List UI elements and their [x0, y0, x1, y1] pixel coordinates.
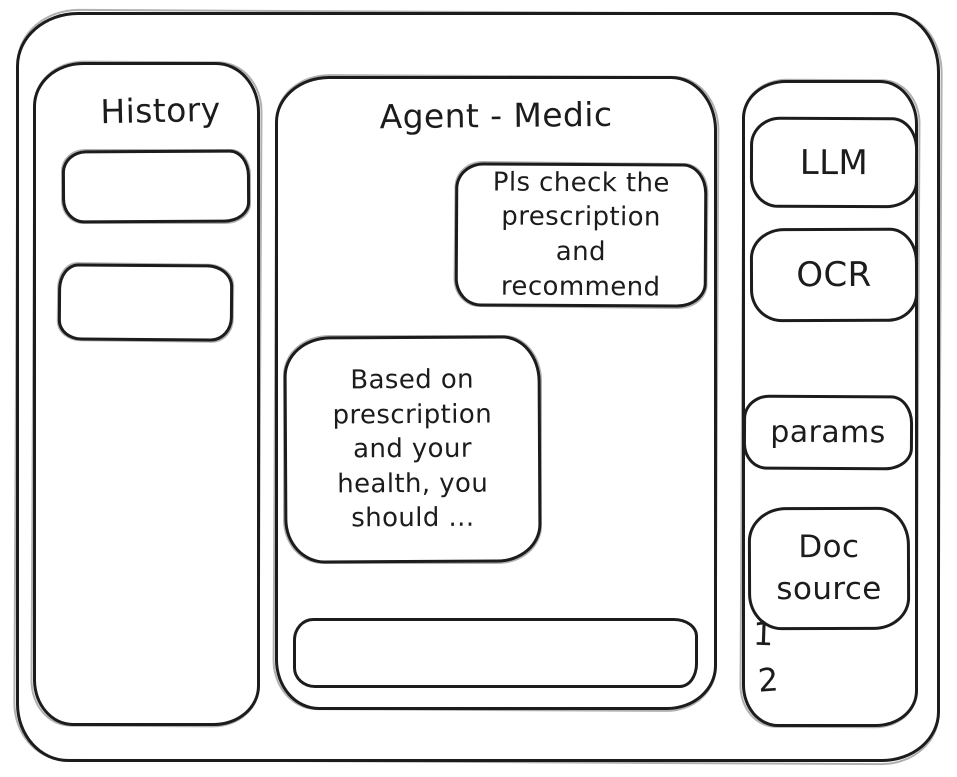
tools-panel: LLM OCR params Doc source 1 2 [742, 80, 919, 727]
params-button[interactable]: params [742, 394, 914, 471]
user-message-bubble: Pls check the prescription and recommend [454, 162, 708, 308]
llm-button[interactable]: LLM [749, 116, 919, 209]
chat-panel: Agent - Medic Pls check the prescription… [275, 76, 717, 710]
ocr-button[interactable]: OCR [749, 227, 919, 323]
history-panel-title: History [99, 89, 221, 132]
assistant-message-bubble: Based on prescription and your health, y… [283, 335, 542, 564]
doc-source-button[interactable]: Doc source [747, 506, 911, 631]
chat-title: Agent - Medic [379, 94, 613, 137]
history-panel: History [33, 62, 260, 726]
history-item[interactable] [57, 263, 234, 342]
doc-source-item[interactable]: 2 [756, 660, 781, 700]
history-item[interactable] [61, 149, 251, 224]
app-window: History Agent - Medic Pls check the pres… [16, 12, 940, 762]
chat-input[interactable] [293, 618, 698, 688]
doc-source-item[interactable]: 1 [752, 614, 775, 654]
